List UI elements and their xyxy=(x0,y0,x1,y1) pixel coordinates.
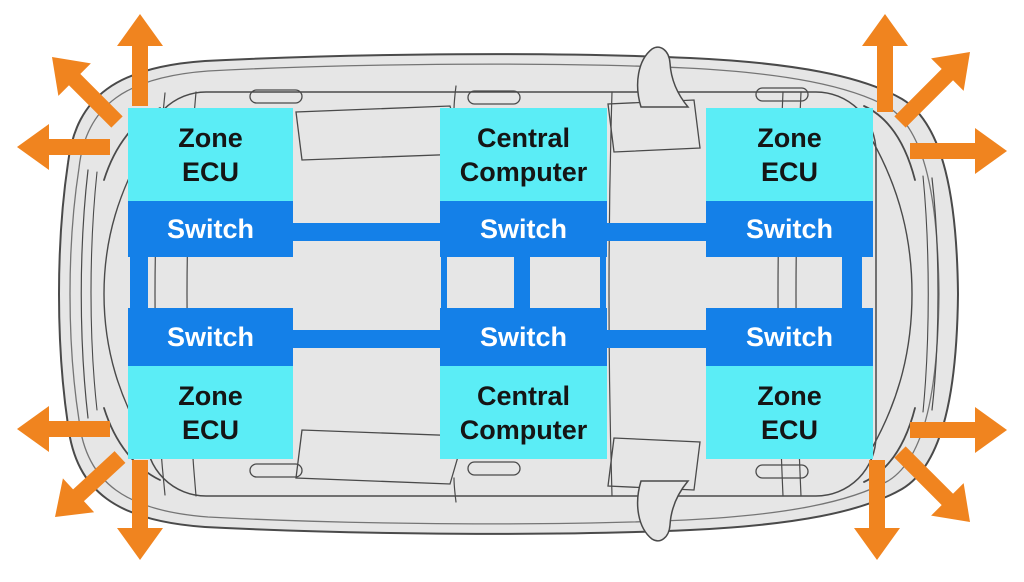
outward-arrow xyxy=(910,128,1007,174)
outward-arrow xyxy=(17,124,110,170)
outward-arrow xyxy=(854,460,900,560)
outward-arrow xyxy=(862,14,908,112)
node-bottom-left: Switch Zone ECU xyxy=(128,308,293,459)
network-link xyxy=(842,250,862,315)
network-link xyxy=(292,223,441,241)
node-bottom-center: Switch Central Computer xyxy=(440,308,607,459)
ethernet-switch-box: Switch xyxy=(706,201,873,257)
network-link xyxy=(606,330,707,348)
outward-arrow xyxy=(894,52,970,128)
device-label-line1: Zone xyxy=(757,380,822,411)
outward-arrow xyxy=(894,446,970,522)
device-label-line2: ECU xyxy=(760,156,818,187)
network-link xyxy=(292,330,441,348)
device-label-line2: ECU xyxy=(181,156,239,187)
device-label-line1: Zone xyxy=(757,122,822,153)
car-rear-window xyxy=(103,134,153,454)
device-label-line2: ECU xyxy=(760,414,818,445)
central-computer-box: Central Computer xyxy=(440,108,607,201)
node-top-center: Central Computer Switch xyxy=(440,108,607,257)
ethernet-switch-box: Switch xyxy=(128,308,293,366)
node-top-right: Zone ECU Switch xyxy=(706,108,873,257)
car-rear-bumper-line2 xyxy=(90,171,98,411)
network-link xyxy=(441,257,447,308)
car-side-windows xyxy=(295,99,701,491)
ethernet-switch-box: Switch xyxy=(128,201,293,257)
device-label-line2: Computer xyxy=(459,156,588,187)
outward-arrow xyxy=(910,407,1007,453)
outward-arrow xyxy=(117,14,163,106)
device-label-line1: Central xyxy=(476,122,571,153)
outward-arrow xyxy=(55,451,126,517)
network-link xyxy=(514,250,530,315)
device-label-line2: Computer xyxy=(459,414,588,445)
central-computer-box: Central Computer xyxy=(440,366,607,459)
device-label-line1: Zone xyxy=(178,122,243,153)
network-link xyxy=(600,257,606,308)
car-windshield xyxy=(871,139,913,449)
car-rear-pillar-bottom xyxy=(103,407,161,481)
outward-arrow xyxy=(17,406,110,452)
car-front-bumper-line2 xyxy=(922,175,929,413)
zone-ecu-box: Zone ECU xyxy=(128,108,293,201)
outward-arrow xyxy=(117,460,163,560)
device-label-line1: Central xyxy=(476,380,571,411)
node-top-left: Zone ECU Switch xyxy=(128,108,293,257)
device-label-line2: ECU xyxy=(181,414,239,445)
ethernet-switch-box: Switch xyxy=(440,308,607,366)
ethernet-switch-box: Switch xyxy=(706,308,873,366)
outward-arrow xyxy=(52,57,123,128)
zone-ecu-box: Zone ECU xyxy=(706,366,873,459)
car-door-handles xyxy=(249,87,809,479)
car-front-bumper-line xyxy=(931,177,939,411)
node-bottom-right: Switch Zone ECU xyxy=(706,308,873,459)
car-rear-bumper-line xyxy=(80,169,89,419)
side-mirror-bottom-icon xyxy=(636,480,690,542)
network-link xyxy=(606,223,707,241)
zone-ecu-box: Zone ECU xyxy=(128,366,293,459)
zone-ecu-box: Zone ECU xyxy=(706,108,873,201)
car-body-inner-line xyxy=(69,63,940,525)
side-mirror-top-icon xyxy=(636,46,690,108)
device-label-line1: Zone xyxy=(178,380,243,411)
ethernet-switch-box: Switch xyxy=(440,201,607,257)
network-link xyxy=(130,250,148,315)
